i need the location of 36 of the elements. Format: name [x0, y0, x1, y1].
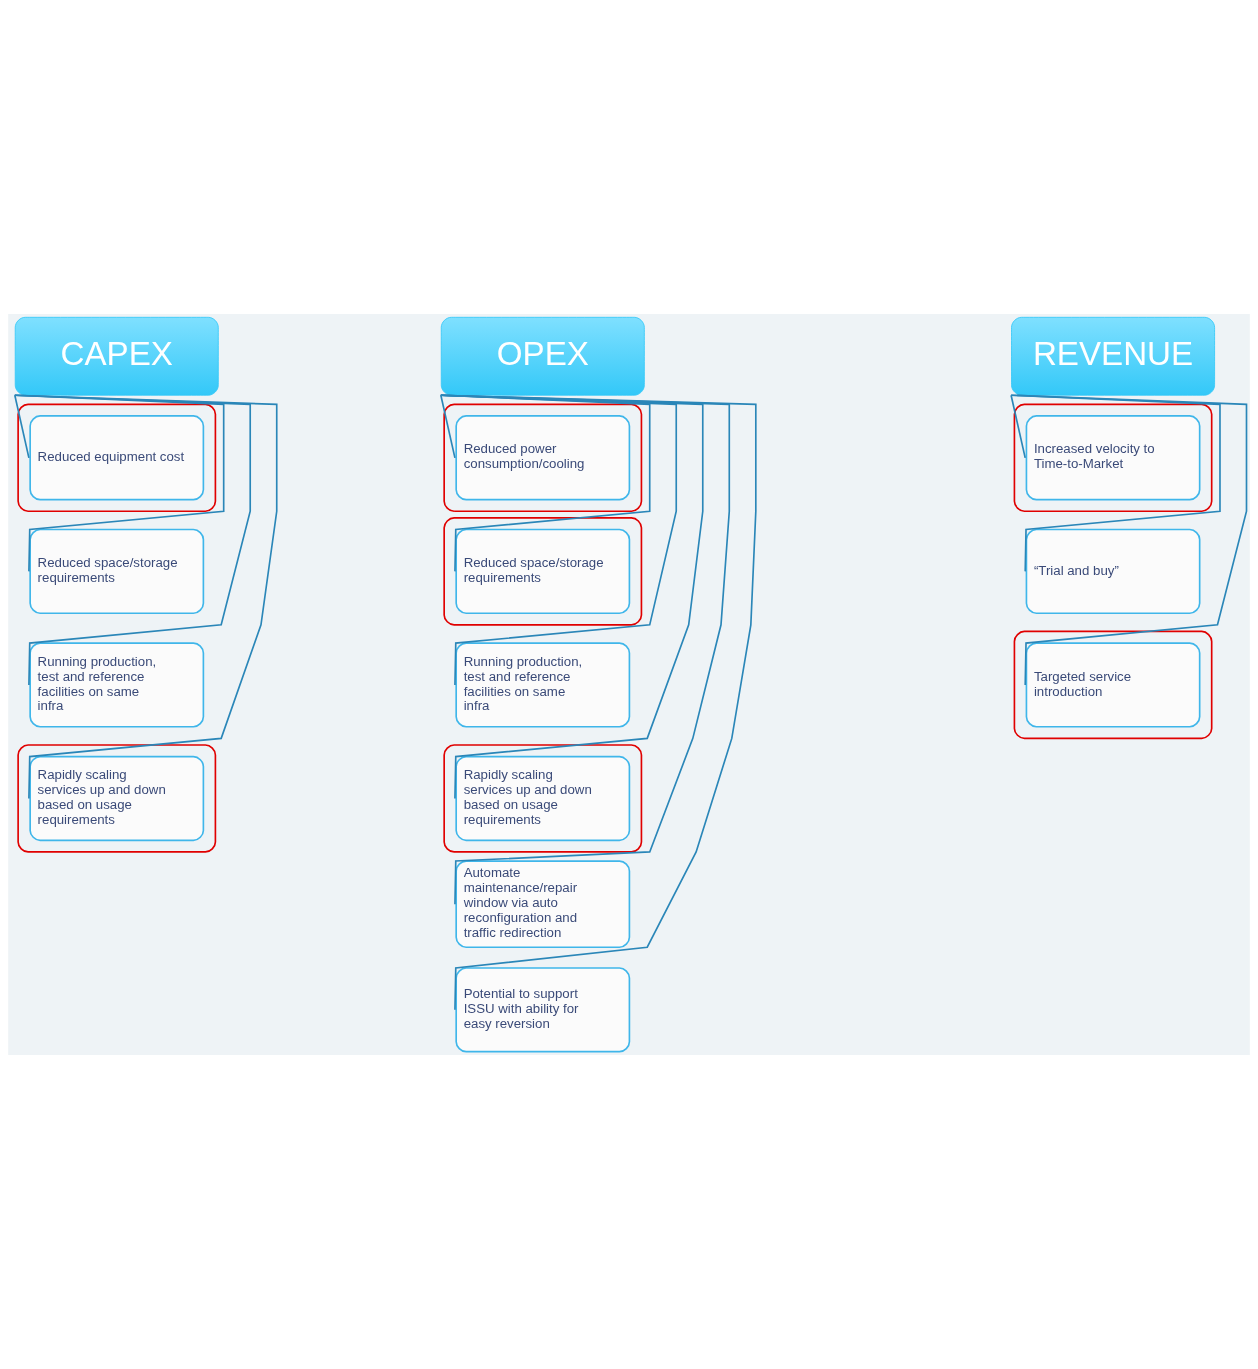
connector — [440, 394, 704, 800]
connector — [440, 394, 678, 686]
connector — [14, 394, 278, 800]
node-box: CAPEX — [14, 316, 219, 396]
cluster — [17, 744, 217, 853]
node-box: Running production, test and reference facilities on same infra — [29, 642, 205, 728]
node-box: Reduced space/storage requirements — [455, 528, 631, 615]
node-box: Rapidly scaling services up and down based on usage requirements — [455, 755, 631, 842]
connector — [440, 394, 651, 573]
node-box: Reduced equipment cost — [29, 415, 205, 501]
node-box: Increased velocity to Time-to-Market — [1025, 415, 1201, 501]
cluster — [443, 744, 643, 853]
cluster — [1013, 630, 1213, 740]
node-box: Targeted service introduction — [1025, 642, 1201, 728]
connector — [440, 394, 757, 1011]
node-box: Rapidly scaling services up and down based on usage requirements — [29, 755, 205, 842]
cluster — [1013, 403, 1213, 513]
node-box: OPEX — [440, 316, 645, 396]
connector — [14, 394, 252, 686]
node-box: Running production, test and reference facilities on same infra — [455, 642, 631, 728]
connector — [440, 394, 731, 905]
node-box: Reduced space/storage requirements — [29, 528, 205, 615]
node-box: “Trial and buy” — [1025, 528, 1201, 615]
connector — [14, 394, 225, 573]
node-box: Reduced power consumption/cooling — [455, 415, 631, 501]
connector — [1010, 394, 1221, 573]
node-box: Potential to support ISSU with ability for easy reversion — [455, 967, 631, 1053]
node-box: REVENUE — [1011, 316, 1215, 396]
cluster — [443, 403, 643, 513]
node-box: Automate maintenance/repair window via auto reconfiguration and traffic redirection — [455, 860, 631, 949]
connector — [14, 394, 30, 459]
connector — [440, 394, 456, 459]
cluster — [443, 517, 643, 626]
connector — [1010, 394, 1248, 686]
connector — [1010, 394, 1026, 459]
cluster — [17, 403, 217, 513]
